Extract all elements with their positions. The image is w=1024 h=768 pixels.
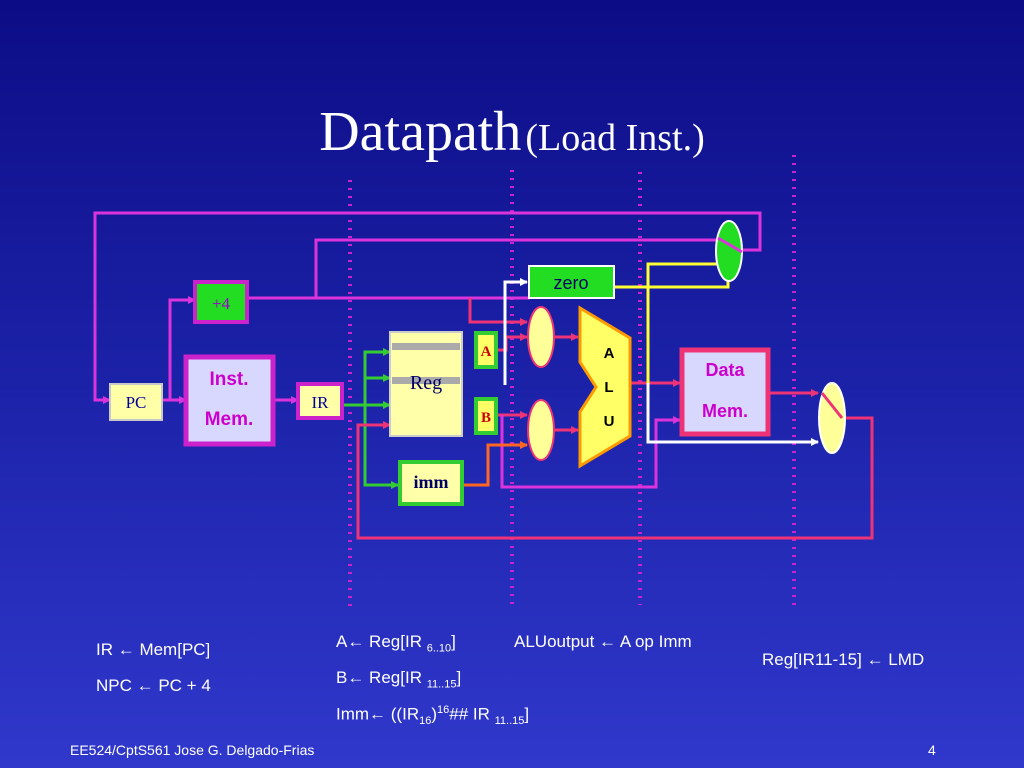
alu <box>578 305 632 469</box>
alu-mux-a <box>527 306 555 368</box>
top-mux-switch <box>717 236 743 254</box>
note-decode-a: A← Reg[IR 6..10] <box>336 632 456 654</box>
diagram-labels: PC +4 Inst. Mem. IR Reg A B imm zero A L… <box>126 273 748 492</box>
plus4-label: +4 <box>212 294 231 313</box>
imm-label: imm <box>414 472 449 492</box>
note-imm-sup: 16 <box>437 704 450 716</box>
note-decode-a-sub: 6..10 <box>426 642 452 655</box>
title-sub: (Load Inst.) <box>525 117 705 159</box>
inst-mem <box>183 354 276 447</box>
wire-zero <box>503 278 528 385</box>
note-decode-a-pre: A← Reg[IR <box>336 632 427 651</box>
note-imm-sub2: 11..15 <box>494 715 525 728</box>
inst-mem-label-1: Inst. <box>209 369 248 390</box>
slide-title: Datapath (Load Inst.) <box>0 100 1024 164</box>
note-imm-post: ] <box>524 704 530 724</box>
footer-credit: EE524/CptS561 Jose G. Delgado-Frias <box>70 742 315 758</box>
port-a-label: A <box>481 344 492 360</box>
port-b-label: B <box>481 410 491 426</box>
stage-dividers <box>348 155 796 612</box>
note-decode-b-post: ] <box>456 668 462 687</box>
imm-register <box>398 460 464 506</box>
wire-imm-alumux <box>462 441 528 487</box>
note-imm-mid: ) <box>431 704 438 724</box>
data-mem-label-1: Data <box>705 360 745 380</box>
ir-label: IR <box>312 393 330 412</box>
note-execute: ALUoutput ← A op Imm <box>514 632 692 651</box>
inst-mem-label-2: Mem. <box>205 409 254 430</box>
zero-label: zero <box>553 273 588 293</box>
wire-pc-plus4 <box>168 296 196 400</box>
alu-label-u: U <box>604 413 615 430</box>
note-decode-b-sub: 11..15 <box>426 678 457 691</box>
reg-label: Reg <box>410 372 442 394</box>
wire-b-datamem <box>500 415 681 489</box>
pc-register <box>109 383 163 421</box>
note-imm-sub1: 16 <box>419 715 432 728</box>
wb-mux-switch <box>820 392 844 419</box>
note-fetch-2: NPC ← PC + 4 <box>96 676 211 695</box>
zero-box <box>528 265 615 299</box>
alu-label-a: A <box>604 345 615 362</box>
wire-alu-topmux <box>646 262 718 383</box>
data-mem <box>679 347 771 437</box>
plus4-adder <box>193 280 249 324</box>
note-decode-imm: Imm← ((IR16)16## IR 11..15] <box>336 704 529 727</box>
title-main: Datapath <box>319 101 522 163</box>
wire-pc-feedback <box>93 211 762 404</box>
wire-top-mux-out <box>743 240 762 252</box>
alu-mux-b <box>527 399 555 461</box>
note-decode-a-post: ] <box>451 632 456 651</box>
wire-npc-up <box>314 238 720 298</box>
wire-writeback <box>356 420 874 540</box>
note-imm-hash: ## IR <box>449 704 495 724</box>
note-decode-b-pre: B← Reg[IR <box>336 668 427 687</box>
note-fetch-1: IR ← Mem[PC] <box>96 640 211 659</box>
wire-zero-mux <box>614 262 730 289</box>
page-number: 4 <box>928 742 936 758</box>
wire-ir-imm <box>363 405 399 489</box>
port-b <box>474 397 498 435</box>
note-decode-b: B← Reg[IR 11..15] <box>336 668 461 690</box>
pc-label: PC <box>126 393 147 412</box>
note-imm-pre: Imm← ((IR <box>336 704 420 724</box>
register-file <box>389 331 463 437</box>
wire-wb-mux-out <box>846 416 874 420</box>
wb-mux <box>818 382 846 454</box>
wire-alu-wbmux <box>646 383 819 446</box>
note-writeback: Reg[IR11-15] ← LMD <box>762 650 925 669</box>
alu-label-l: L <box>604 379 613 396</box>
port-a <box>474 331 498 369</box>
wire-npc-alu <box>468 298 528 326</box>
ir-register <box>296 382 344 420</box>
data-mem-label-2: Mem. <box>702 401 748 421</box>
